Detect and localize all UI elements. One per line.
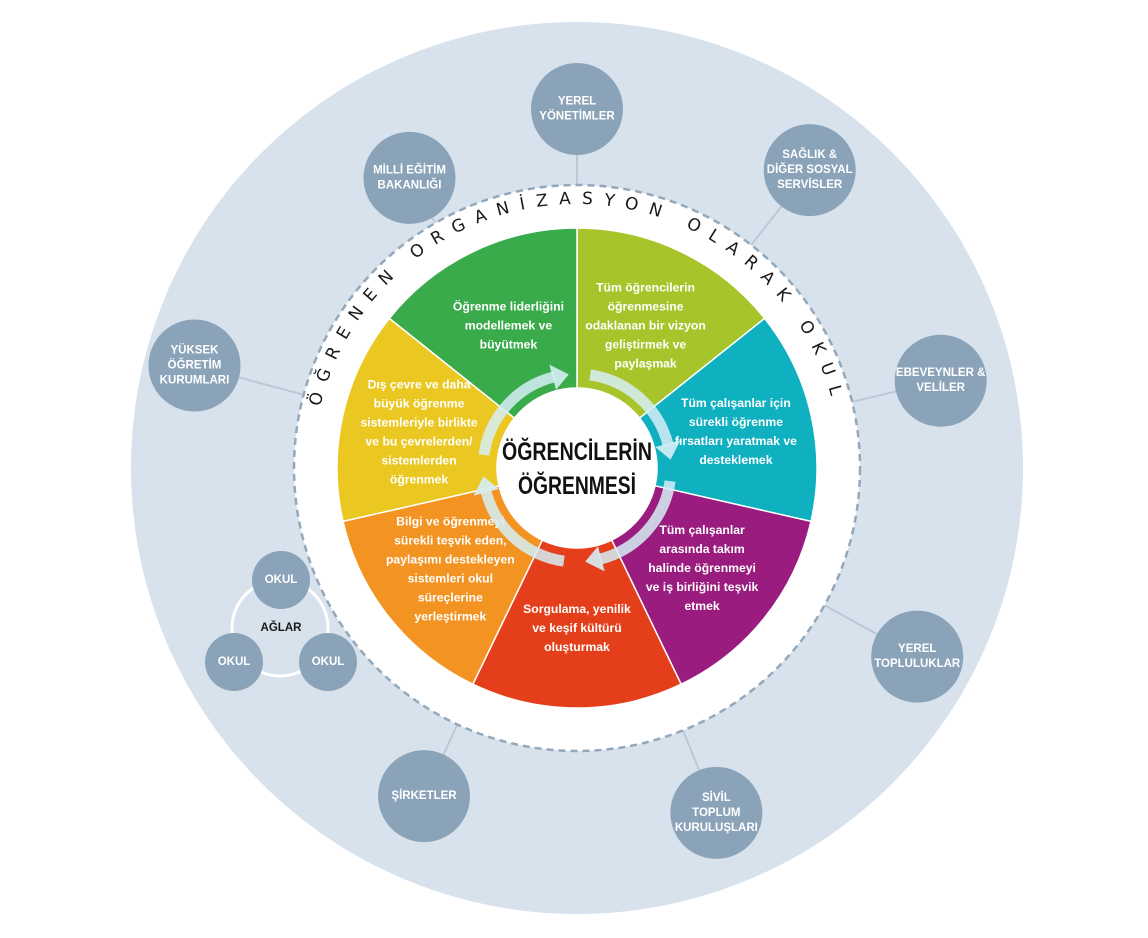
stakeholder-circle [894, 334, 987, 427]
school-node [205, 633, 263, 691]
segment-label-line: yerleştirmek [414, 610, 486, 624]
segment-label-inquiry: Sorgulama, yenilik ve keşif kültürü oluştu… [523, 602, 631, 654]
segment-label-line: Dış çevre ve daha [368, 377, 471, 391]
stakeholder-label: DİĞER SOSYAL [767, 163, 853, 176]
segment-label-line: fırsatları yaratmak ve [675, 434, 797, 448]
stakeholder-circle [763, 124, 856, 217]
stakeholder-label: KURUMLARI [160, 375, 230, 387]
connector-local-communities [814, 598, 878, 636]
segment-label-line: öğrenmek [390, 472, 448, 486]
school-network: OKUL OKUL OKUL AĞLAR [205, 551, 357, 691]
segment-label-continuous-learning: Tüm çalışanlar için sürekli öğrenme fırsat… [675, 396, 797, 467]
stakeholder-circle [378, 750, 471, 843]
segment-label-line: büyük öğrenme [374, 396, 465, 410]
school-label: OKUL [265, 574, 298, 586]
stakeholder-circle [148, 319, 241, 412]
cycle-arrow-arc [478, 371, 556, 456]
segment-label-line: geliştirmek ve [605, 338, 687, 352]
cycle-arrow-arc [480, 489, 565, 567]
segment-label-line: paylaşmak [614, 357, 677, 371]
school-label: OKUL [218, 656, 251, 668]
center-circle [497, 388, 657, 548]
school-label: OKUL [312, 656, 345, 668]
segment-label-line: sistemleriyle birlikte [360, 415, 477, 429]
school-node [252, 551, 310, 609]
segment-label-external-environment: Dış çevre ve daha büyük öğrenme sistemleri… [360, 377, 477, 486]
segment-label-line: Bilgi ve öğrenmeyi [396, 515, 504, 529]
stakeholder-label: YEREL [558, 96, 596, 108]
connector-higher-education [238, 376, 315, 399]
stakeholder-label: MİLLİ EĞİTİM [373, 163, 446, 176]
segment-label-vision: Tüm öğrencilerin öğrenmesine odaklanan bir… [585, 281, 706, 371]
cycle-arrow-head [655, 440, 681, 460]
stakeholder-label: EBEVEYNLER & [896, 367, 985, 379]
stakeholder-circle [670, 766, 763, 859]
segment-label-line: Öğrenme liderliğini [453, 299, 564, 314]
stakeholder-label: VELİLER [916, 381, 965, 394]
network-label: AĞLAR [261, 621, 303, 634]
segment-label-line: Tüm çalışanlar [659, 523, 745, 537]
stakeholder-higher-education: YÜKSEK ÖĞRETİM KURUMLARI [148, 319, 241, 412]
stakeholder-ministry-education: MİLLİ EĞİTİM BAKANLIĞI [363, 131, 456, 224]
center-title-line2: ÖĞRENMESİ [518, 471, 636, 500]
segment-label-line: ve keşif kültürü [532, 621, 621, 635]
center-title-line1: ÖĞRENCİLERİN [502, 437, 652, 466]
segment-label-line: desteklemek [699, 453, 772, 467]
segment-label-knowledge-systems: Bilgi ve öğrenmeyi sürekli teşvik eden, pa… [386, 515, 515, 624]
segment-label-line: büyütmek [480, 338, 538, 352]
stakeholder-circle [531, 63, 623, 155]
segment-label-line: odaklanan bir vizyon [585, 319, 706, 333]
stakeholder-label: TOPLULUKLAR [874, 658, 961, 670]
stakeholder-label: SİVİL [702, 791, 731, 804]
stakeholder-local-communities: YEREL TOPLULUKLAR [871, 610, 964, 703]
stakeholder-label: SAĞLIK & [782, 148, 837, 161]
segment-label-line: paylaşımı destekleyen [386, 553, 515, 567]
stakeholder-companies: ŞİRKETLER [378, 750, 471, 843]
segment-label-line: Sorgulama, yenilik [523, 602, 631, 616]
stakeholder-local-governments: YEREL YÖNETİMLER [531, 63, 623, 155]
segment-label-leadership: Öğrenme liderliğini modellemek ve büyütmek [453, 299, 564, 352]
segment-label-line: süreçlerine [418, 591, 483, 605]
segment-label-line: Tüm öğrencilerin [596, 281, 695, 295]
stakeholder-parents: EBEVEYNLER & VELİLER [894, 334, 987, 427]
cycle-arrow-arc [589, 369, 674, 447]
stakeholder-label: TOPLUM [692, 807, 740, 819]
segment-label-line: arasında takım [659, 542, 745, 556]
cycle-arrow-arc [598, 480, 676, 565]
segment-label-line: ve bu çevrelerden/ [366, 434, 474, 448]
segment-label-line: sistemlerden [381, 453, 456, 467]
segment-label-line: sistemleri okul [408, 572, 493, 586]
stakeholder-label: ŞİRKETLER [391, 789, 457, 802]
stakeholder-label: YÜKSEK [171, 344, 220, 357]
school-node [299, 633, 357, 691]
stakeholder-label: BAKANLIĞI [378, 178, 442, 191]
stakeholder-label: KURULUŞLARI [675, 822, 758, 834]
segment-label-line: etmek [684, 599, 719, 613]
stakeholder-label: ÖĞRETİM [168, 359, 222, 372]
cycle-arrows [473, 364, 681, 572]
segment-label-line: oluşturmak [544, 640, 610, 654]
segment-label-line: ve iş birliğini teşvik [646, 580, 759, 594]
segment-label-team-learning: Tüm çalışanlar arasında takım halinde öğre… [646, 523, 759, 613]
stakeholder-label: YEREL [898, 643, 936, 655]
stakeholder-circle [871, 610, 964, 703]
cycle-arrow-head [585, 546, 605, 572]
segment-label-line: Tüm çalışanlar için [681, 396, 791, 410]
segment-label-line: sürekli teşvik eden, [394, 534, 506, 548]
stakeholder-label: SERVİSLER [777, 178, 843, 191]
cycle-arrow-head [549, 364, 569, 390]
stakeholder-label: YÖNETİMLER [539, 110, 615, 123]
segment-label-line: öğrenmesine [608, 300, 684, 314]
stakeholder-circle [363, 131, 456, 224]
stakeholder-civil-society: SİVİL TOPLUM KURULUŞLARI [670, 766, 763, 859]
segment-label-line: modellemek ve [465, 319, 553, 333]
segment-label-line: sürekli öğrenme [689, 415, 783, 429]
segment-label-line: halinde öğrenmeyi [648, 561, 756, 575]
cycle-arrow-head [473, 476, 499, 496]
stakeholder-health-social-services: SAĞLIK & DİĞER SOSYAL SERVİSLER [763, 124, 856, 217]
